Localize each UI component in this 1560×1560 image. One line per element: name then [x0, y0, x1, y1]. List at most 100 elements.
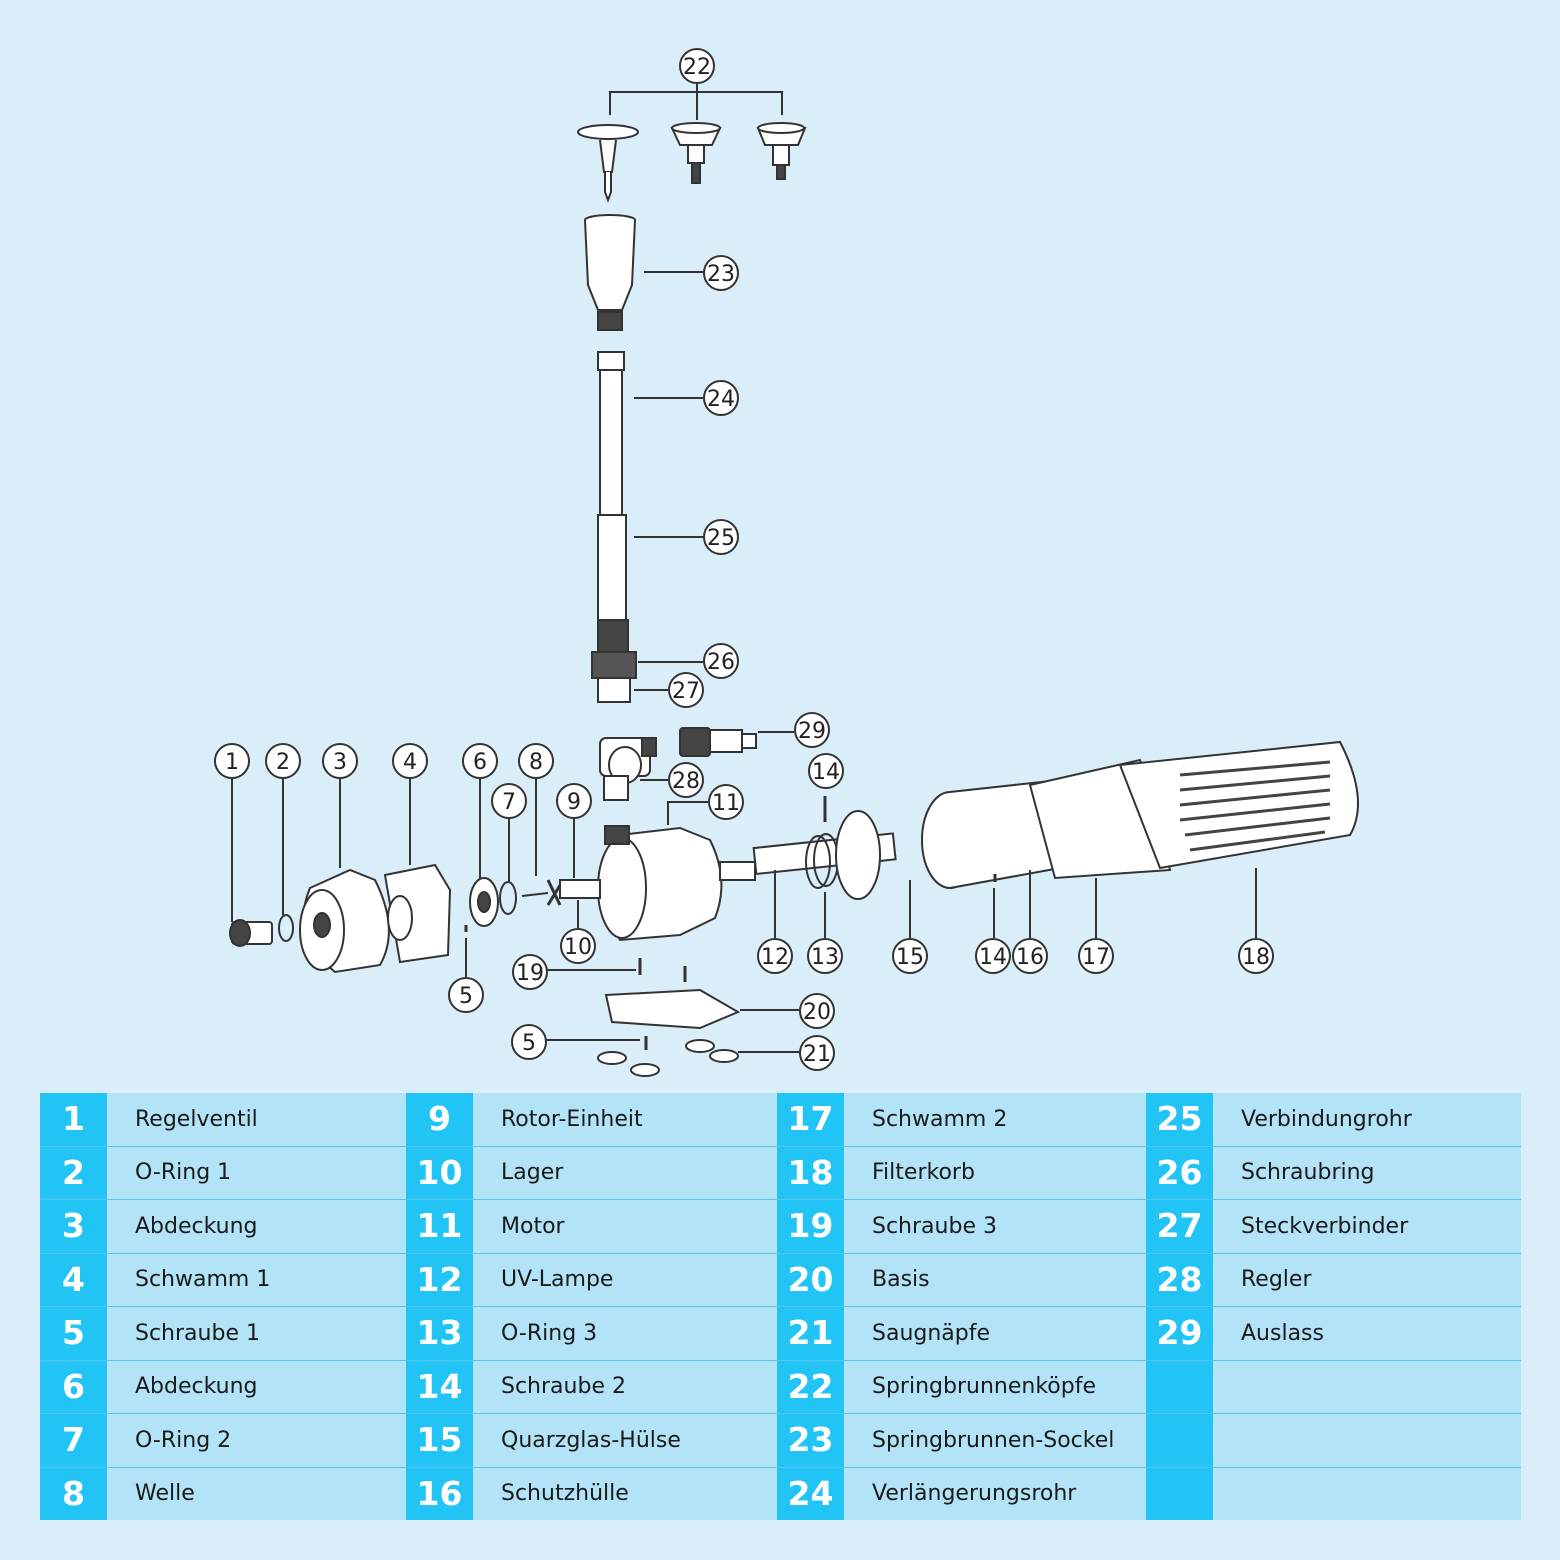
svg-text:9: 9	[567, 790, 581, 815]
svg-text:18: 18	[1242, 945, 1270, 970]
callout-14-lower: 14	[975, 938, 1011, 974]
legend-row: 9 Rotor-Einheit	[406, 1093, 777, 1147]
part-label: Verlängerungsrohr	[872, 1481, 1077, 1507]
legend-row-empty	[1146, 1414, 1521, 1468]
part-number: 8	[40, 1467, 107, 1520]
svg-text:4: 4	[403, 750, 417, 775]
part-label: Lager	[501, 1160, 564, 1186]
callout-12: 12	[757, 938, 793, 974]
part-number: 19	[777, 1200, 844, 1253]
legend-row: 28 Regler	[1146, 1253, 1521, 1307]
svg-text:2: 2	[276, 750, 290, 775]
part-number: 20	[777, 1253, 844, 1306]
part-label: Schwamm 2	[872, 1106, 1008, 1132]
legend-row: 27 Steckverbinder	[1146, 1200, 1521, 1254]
callout-24: 24	[703, 380, 739, 416]
callout-2: 2	[265, 743, 301, 779]
filter-assembly	[921, 740, 1359, 889]
part-number: 14	[406, 1360, 473, 1413]
fountain-head-cone	[756, 122, 807, 180]
callout-28: 28	[668, 762, 704, 798]
callout-26: 26	[703, 643, 739, 679]
svg-text:3: 3	[333, 750, 347, 775]
part-number: 27	[1146, 1200, 1213, 1253]
part-number: 22	[777, 1360, 844, 1413]
svg-text:7: 7	[502, 790, 516, 815]
callout-17: 17	[1078, 938, 1114, 974]
svg-text:1: 1	[225, 750, 239, 775]
legend-row: 3 Abdeckung	[40, 1200, 406, 1254]
part-label: UV-Lampe	[501, 1267, 614, 1293]
part-label: Schutzhülle	[501, 1481, 629, 1507]
part-label: Rotor-Einheit	[501, 1106, 643, 1132]
part-number: 1	[40, 1093, 107, 1146]
o-ring-2	[499, 881, 517, 915]
part-label: Regler	[1241, 1267, 1312, 1293]
part-number: 3	[40, 1200, 107, 1253]
part-label: Springbrunnen-Sockel	[872, 1427, 1115, 1453]
uv-lamp	[752, 810, 897, 900]
rotor-unit	[546, 879, 601, 906]
callout-18: 18	[1238, 938, 1274, 974]
callout-8: 8	[518, 743, 554, 779]
part-number: 21	[777, 1307, 844, 1360]
svg-text:13: 13	[811, 945, 839, 970]
part-number: 15	[406, 1414, 473, 1467]
regulating-valve	[229, 919, 273, 947]
svg-text:15: 15	[896, 945, 924, 970]
part-label: Abdeckung	[135, 1213, 258, 1239]
svg-text:6: 6	[473, 750, 487, 775]
callout-5-lower: 5	[511, 1024, 547, 1060]
svg-text:17: 17	[1082, 945, 1110, 970]
fountain-head-wide	[577, 124, 639, 203]
legend-row: 26 Schraubring	[1146, 1146, 1521, 1200]
part-number: 26	[1146, 1146, 1213, 1199]
part-label: Steckverbinder	[1241, 1213, 1409, 1239]
fountain-base	[584, 214, 636, 331]
svg-text:20: 20	[803, 1000, 831, 1025]
callout-23: 23	[703, 255, 739, 291]
callout-21: 21	[799, 1035, 835, 1071]
fountain-head-tulip	[670, 122, 722, 184]
callout-14-upper: 14	[808, 753, 844, 789]
part-number-empty	[1146, 1414, 1213, 1467]
part-number: 29	[1146, 1307, 1213, 1360]
part-label: O-Ring 3	[501, 1320, 598, 1346]
part-label: O-Ring 1	[135, 1160, 232, 1186]
callout-5-upper: 5	[448, 977, 484, 1013]
part-number: 16	[406, 1467, 473, 1520]
svg-text:8: 8	[529, 750, 543, 775]
svg-text:10: 10	[564, 935, 592, 960]
part-label: Schraubring	[1241, 1160, 1375, 1186]
callout-20: 20	[799, 993, 835, 1029]
svg-text:29: 29	[798, 719, 826, 744]
part-number: 9	[406, 1093, 473, 1146]
part-number: 23	[777, 1414, 844, 1467]
svg-text:24: 24	[707, 387, 735, 412]
callout-1: 1	[214, 743, 250, 779]
part-number: 28	[1146, 1253, 1213, 1306]
part-number: 18	[777, 1146, 844, 1199]
callout-19: 19	[512, 954, 548, 990]
svg-text:19: 19	[516, 961, 544, 986]
callout-10: 10	[560, 928, 596, 964]
extension-tube	[591, 351, 637, 703]
svg-text:12: 12	[761, 945, 789, 970]
callout-29: 29	[794, 712, 830, 748]
svg-text:5: 5	[522, 1031, 536, 1056]
part-label: Saugnäpfe	[872, 1320, 991, 1346]
